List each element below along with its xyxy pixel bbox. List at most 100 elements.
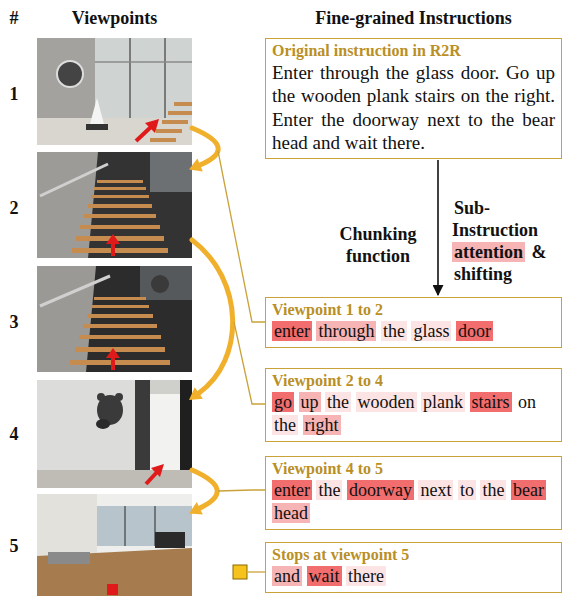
viewpoint-photo [37, 152, 192, 258]
highlighted-word: Sub-Instruction [452, 198, 540, 240]
viewpoint-photo [145, 119, 159, 133]
highlighted-word: there [346, 566, 386, 586]
highlighted-word: doorway [347, 480, 414, 500]
highlighted-word: the [381, 321, 407, 341]
highlighted-word: glass [411, 321, 451, 341]
viewpoint-photo [37, 380, 192, 488]
box-text: enter through the glass door [272, 320, 555, 343]
viewpoint-photo [37, 152, 192, 258]
viewpoint-photo [106, 234, 120, 244]
highlighted-word: the [272, 415, 298, 435]
viewpoint-photo [140, 266, 192, 300]
highlighted-word: enter [272, 321, 312, 341]
viewpoint-photo [155, 532, 185, 548]
viewpoint-photo [37, 266, 192, 372]
viewpoint-photo [86, 124, 108, 130]
viewpoint-photo [107, 584, 118, 595]
highlighted-word: head [272, 503, 310, 523]
box-heading: Viewpoint 2 to 4 [272, 371, 555, 390]
viewpoint-photo [87, 314, 153, 318]
box-heading: Original instruction in R2R [272, 41, 555, 60]
viewpoint-photo [156, 129, 182, 133]
viewpoint-photo [37, 38, 192, 145]
box-heading: Viewpoint 4 to 5 [272, 459, 555, 478]
leader-line [234, 322, 265, 404]
instruction-box: Original instruction in R2REnter through… [265, 38, 562, 159]
viewpoint-photo [37, 380, 192, 488]
box-heading: Stops at viewpoint 5 [272, 545, 555, 564]
viewpoint-photo [111, 356, 115, 370]
transition-arrow [192, 128, 218, 165]
viewpoint-photo [90, 98, 104, 124]
highlighted-word: & [530, 242, 549, 262]
column-header: Viewpoints [37, 8, 192, 30]
viewpoint-number: 1 [2, 84, 26, 106]
highlighted-word: plank [421, 392, 465, 412]
highlighted-word: to [458, 480, 476, 500]
instruction-box: Viewpoint 4 to 5enter the doorway next t… [265, 456, 562, 530]
viewpoint-photo [94, 187, 146, 190]
viewpoint-photo [80, 225, 160, 229]
leader-line [218, 151, 265, 572]
transition-arrow [192, 470, 217, 508]
viewpoint-photo [57, 61, 83, 87]
box-text: enter the doorway next to the bear head [272, 479, 555, 525]
viewpoint-photo [97, 393, 105, 401]
highlighted-word: on [516, 392, 538, 412]
box-text: go up the wooden plank stairs on the rig… [272, 391, 555, 437]
viewpoint-photo [76, 236, 164, 241]
viewpoint-photo [174, 102, 192, 106]
highlighted-word: bear [511, 480, 546, 500]
viewpoint-photo [129, 38, 131, 118]
transition-arrowhead [189, 502, 203, 515]
viewpoint-photo [37, 494, 192, 596]
viewpoint-number: 5 [2, 536, 26, 558]
viewpoint-photo [150, 152, 192, 192]
transition-arrow [192, 240, 233, 393]
instruction-box: Viewpoint 2 to 4go up the wooden plank s… [265, 368, 562, 442]
viewpoint-photo [79, 335, 161, 339]
transition-arrowhead [189, 387, 203, 400]
viewpoint-photo [37, 494, 192, 596]
leader-line [248, 571, 265, 572]
instruction-box: Viewpoint 1 to 2enter through the glass … [265, 297, 562, 348]
viewpoint-photo [150, 138, 176, 142]
leader-line [218, 490, 265, 491]
viewpoint-photo [168, 111, 192, 115]
viewpoint-photo [37, 548, 192, 596]
viewpoint-photo [124, 506, 126, 546]
highlighted-word: and [272, 566, 302, 586]
flow-arrow [437, 160, 439, 295]
viewpoint-photo [95, 38, 192, 118]
viewpoint-photo [136, 126, 152, 141]
column-header: Fine-grained Instructions [265, 8, 562, 30]
viewpoint-photo [94, 297, 146, 300]
highlighted-word: door [456, 321, 493, 341]
viewpoint-photo [37, 494, 97, 556]
instruction-box: Stops at viewpoint 5and wait there [265, 542, 562, 593]
viewpoint-photo [88, 204, 152, 208]
highlighted-word: the [480, 480, 506, 500]
viewpoint-photo [151, 464, 164, 477]
viewpoint-photo [40, 276, 110, 306]
viewpoint-photo [106, 348, 120, 358]
step-label: Chunking function [328, 224, 428, 268]
viewpoint-photo [72, 248, 168, 253]
viewpoint-photo [37, 266, 192, 372]
viewpoint-photo [91, 195, 149, 198]
highlighted-word: enter [272, 480, 312, 500]
highlighted-word: stairs [470, 392, 512, 412]
box-heading: Viewpoint 1 to 2 [272, 300, 555, 319]
viewpoint-photo [75, 347, 165, 352]
highlighted-word: shifting [452, 264, 514, 284]
highlighted-word: wooden [356, 392, 417, 412]
highlighted-word: the [325, 392, 351, 412]
viewpoint-photo [115, 393, 123, 401]
viewpoint-photo [37, 118, 192, 145]
viewpoint-photo [70, 360, 170, 365]
viewpoint-photo [83, 324, 157, 328]
box-text: and wait there [272, 565, 555, 588]
stop-marker [233, 565, 247, 579]
transition-arrow [192, 128, 233, 508]
